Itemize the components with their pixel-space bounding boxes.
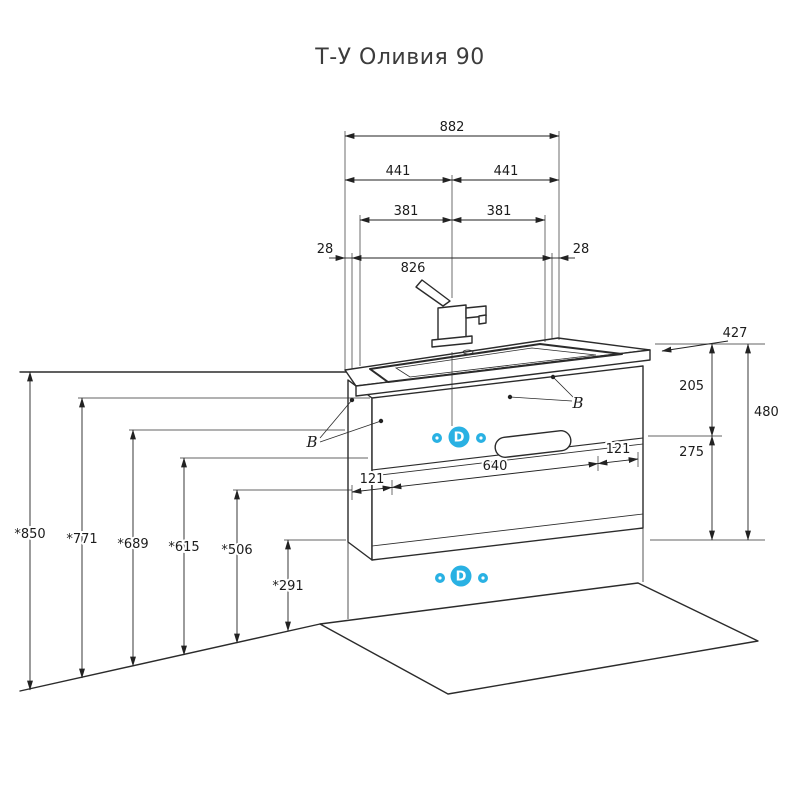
- floor-line: [19, 623, 321, 692]
- dim-121-left: 121: [360, 472, 385, 487]
- dim-205: 205: [679, 379, 704, 394]
- dim-441-left: 441: [386, 164, 411, 179]
- environment: [19, 371, 759, 695]
- leader-dot: [507, 394, 513, 400]
- mount-point-center: [479, 436, 483, 440]
- b-label: B: [571, 394, 583, 412]
- faucet-body: [437, 304, 467, 342]
- handle-recess: [494, 430, 572, 458]
- dim-line-121-left: [351, 485, 393, 494]
- d-label: D: [456, 570, 467, 585]
- dim-291: *291: [272, 579, 303, 594]
- dim-275: 275: [679, 445, 704, 460]
- dim-line-121-right: [597, 457, 639, 466]
- drawing-title: Т-У Оливия 90: [314, 45, 484, 70]
- dim-441-right: 441: [494, 164, 519, 179]
- sink-bowl-inner: [394, 347, 597, 378]
- faucet-base: [431, 335, 473, 348]
- dim-28-left: 28: [317, 242, 334, 257]
- dim-771: *771: [66, 532, 97, 547]
- mount-point-center: [435, 436, 439, 440]
- leader-line: [509, 396, 573, 402]
- dim-826: 826: [401, 261, 426, 276]
- faucet: [415, 279, 487, 348]
- d-badge: [448, 426, 470, 448]
- dim-427: 427: [723, 326, 748, 341]
- dim-121-right: 121: [606, 442, 631, 457]
- dim-381-left: 381: [394, 204, 419, 219]
- leader-dot: [550, 374, 556, 380]
- dim-882: 882: [440, 120, 465, 135]
- mount-point-center: [481, 576, 485, 580]
- dim-640: 640: [483, 459, 508, 474]
- d-marker-bottom: D: [435, 565, 488, 587]
- top-dimensions: 882 441 441 381 381 28 28 826: [315, 118, 591, 426]
- cabinet-bottom-line: [371, 513, 644, 547]
- cabinet-side-panel: [347, 379, 373, 561]
- left-dimensions: *850 *771 *689 *615 *506 *291: [12, 371, 370, 691]
- drain-icon: [462, 349, 474, 355]
- faucet-nozzle: [478, 314, 487, 325]
- dim-615: *615: [168, 540, 199, 555]
- callout-b-left: B: [304, 397, 384, 453]
- mount-point-center: [438, 576, 442, 580]
- washbasin: [344, 337, 651, 397]
- leader-line: [319, 399, 353, 439]
- leader-dot: [349, 397, 355, 403]
- callout-b-right: B: [507, 374, 585, 414]
- leader-dot: [378, 418, 384, 424]
- floor-outline: [319, 582, 759, 695]
- inner-dimensions: 121 640 121: [351, 440, 639, 500]
- dim-28-right: 28: [573, 242, 590, 257]
- d-label: D: [454, 431, 465, 446]
- dim-line-640: [391, 461, 599, 490]
- dim-381-right: 381: [487, 204, 512, 219]
- dim-leader-427: [661, 340, 729, 353]
- dim-480: 480: [754, 405, 779, 420]
- dim-506: *506: [221, 543, 252, 558]
- drawer-handle: [494, 430, 572, 458]
- sink-bowl-outer: [369, 343, 623, 383]
- leader-line: [319, 420, 382, 443]
- faucet-lever: [415, 279, 451, 307]
- dim-689: *689: [117, 537, 148, 552]
- dim-850: *850: [14, 527, 45, 542]
- right-dimensions: 427 205 275 480: [648, 324, 781, 541]
- d-marker-front: D: [432, 426, 486, 448]
- leader-line: [552, 376, 575, 399]
- d-badge: [450, 565, 472, 587]
- b-label: B: [305, 433, 317, 451]
